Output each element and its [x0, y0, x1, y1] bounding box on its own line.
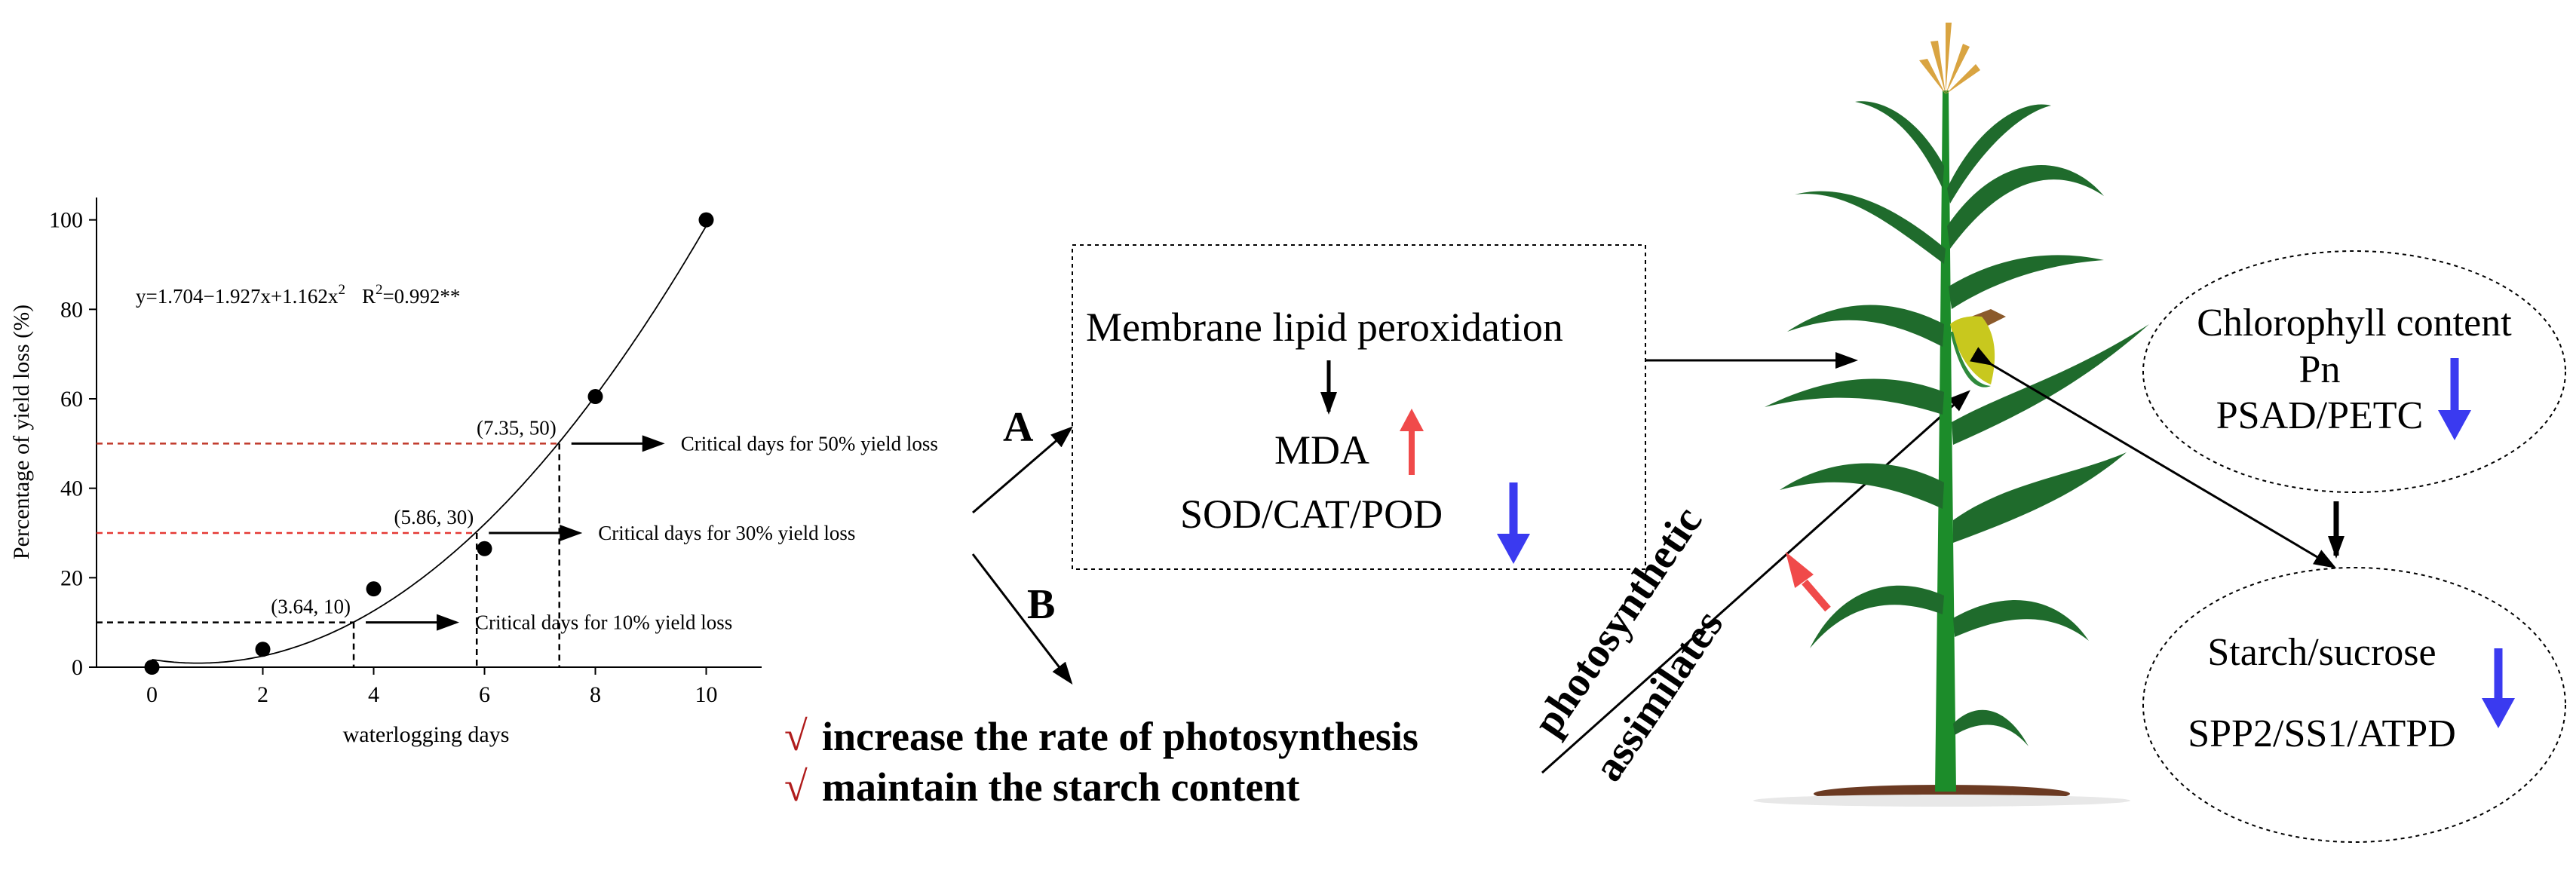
ellipse-bottom-border — [2142, 567, 2566, 843]
assimilate-arrow — [1541, 390, 1970, 774]
x-tick-label: 0 — [146, 682, 158, 707]
data-point — [477, 541, 492, 556]
lipid-peroxidation-box: Membrane lipid peroxidation MDA SOD/CAT/… — [1072, 244, 1646, 570]
data-point — [587, 389, 603, 405]
y-tick-label: 100 — [49, 208, 83, 233]
ellipse-top-line-1: Chlorophyll content — [2197, 302, 2512, 345]
tassel — [1919, 23, 1980, 94]
y-tick-label: 80 — [60, 297, 83, 322]
data-point — [366, 581, 382, 597]
arrow-b — [971, 553, 1073, 685]
box-title: Membrane lipid peroxidation — [1086, 305, 1563, 350]
threshold-point-label: (3.64, 10) — [271, 596, 351, 618]
leaf — [1810, 585, 1944, 648]
y-tick-label: 20 — [60, 565, 83, 590]
ellipse-top-line-3: PSAD/PETC — [2216, 394, 2424, 437]
benefits-list: √ increase the rate of photosynthesis √ … — [784, 713, 1418, 810]
x-tick-label: 4 — [368, 682, 379, 707]
leaf — [1947, 165, 2104, 249]
data-point — [698, 212, 714, 228]
leaf — [1765, 378, 1944, 415]
down-arrow-blue-starch — [2482, 648, 2515, 728]
down-arrow-blue — [1497, 482, 1530, 564]
data-point — [144, 660, 160, 675]
x-tick-label: 2 — [257, 682, 268, 707]
critical-days-label: Critical days for 10% yield loss — [475, 611, 732, 634]
y-axis-label: Percentage of yield loss (%) — [9, 305, 34, 559]
threshold-point-label: (5.86, 30) — [394, 506, 474, 528]
benefit-text-2: maintain the starch content — [822, 764, 1299, 810]
ellipse-top-line-2: Pn — [2299, 348, 2341, 391]
enzymes-label: SOD/CAT/POD — [1180, 492, 1443, 537]
branch-a-label: A — [1003, 404, 1034, 451]
yield-loss-chart: 0 20 40 60 80 100 0 2 4 6 8 10 (7.35, 50) (5.86, 30… — [9, 198, 938, 747]
leaf — [1953, 452, 2127, 543]
box-border — [1072, 244, 1646, 570]
x-tick-label: 6 — [479, 682, 490, 707]
ellipse-bottom-line-1: Starch/sucrose — [2207, 631, 2436, 674]
plant-stem — [1935, 90, 1956, 792]
critical-days-label: Critical days for 50% yield loss — [681, 432, 938, 455]
arrow-a — [972, 426, 1074, 514]
leaf — [1947, 104, 2051, 204]
plant-ellipse-arrow — [1970, 347, 2337, 569]
data-point — [255, 642, 271, 657]
leaf — [1953, 600, 2089, 641]
corn-ear — [1950, 309, 2006, 387]
threshold-point-label: (7.35, 50) — [477, 416, 557, 439]
maize-plant-illustration — [1753, 23, 2149, 807]
leaf — [1787, 305, 1944, 347]
branch-b-label: B — [1027, 581, 1055, 628]
benefit-check-2: √ — [784, 764, 808, 810]
x-tick-label: 8 — [590, 682, 601, 707]
leaf — [1949, 255, 2104, 309]
leaf — [1855, 101, 1944, 188]
ellipse-top-border — [2142, 250, 2566, 493]
fit-curve — [152, 225, 707, 664]
branch-arrows: A B — [971, 404, 1074, 685]
benefit-text-1: increase the rate of photosynthesis — [822, 714, 1418, 759]
leaf — [1795, 191, 1946, 264]
y-tick-label: 0 — [72, 655, 83, 680]
x-tick-label: 10 — [695, 682, 718, 707]
up-arrow-red-assimilate — [1785, 551, 1831, 612]
starch-ellipse: Starch/sucrose SPP2/SS1/ATPD — [2142, 567, 2566, 843]
x-axis-label: waterlogging days — [343, 722, 510, 747]
mda-label: MDA — [1274, 427, 1369, 473]
chlorophyll-ellipse: Chlorophyll content Pn PSAD/PETC — [2142, 250, 2566, 493]
y-tick-label: 40 — [60, 476, 83, 501]
ellipse-bottom-line-2: SPP2/SS1/ATPD — [2188, 712, 2456, 755]
leaf — [1953, 709, 2029, 746]
up-arrow-red — [1400, 409, 1424, 475]
critical-days-label: Critical days for 30% yield loss — [598, 522, 855, 544]
leaf — [1780, 463, 1944, 509]
y-tick-label: 60 — [60, 387, 83, 412]
down-arrow-blue-chlorophyll — [2438, 358, 2471, 440]
benefit-check-1: √ — [784, 713, 808, 760]
